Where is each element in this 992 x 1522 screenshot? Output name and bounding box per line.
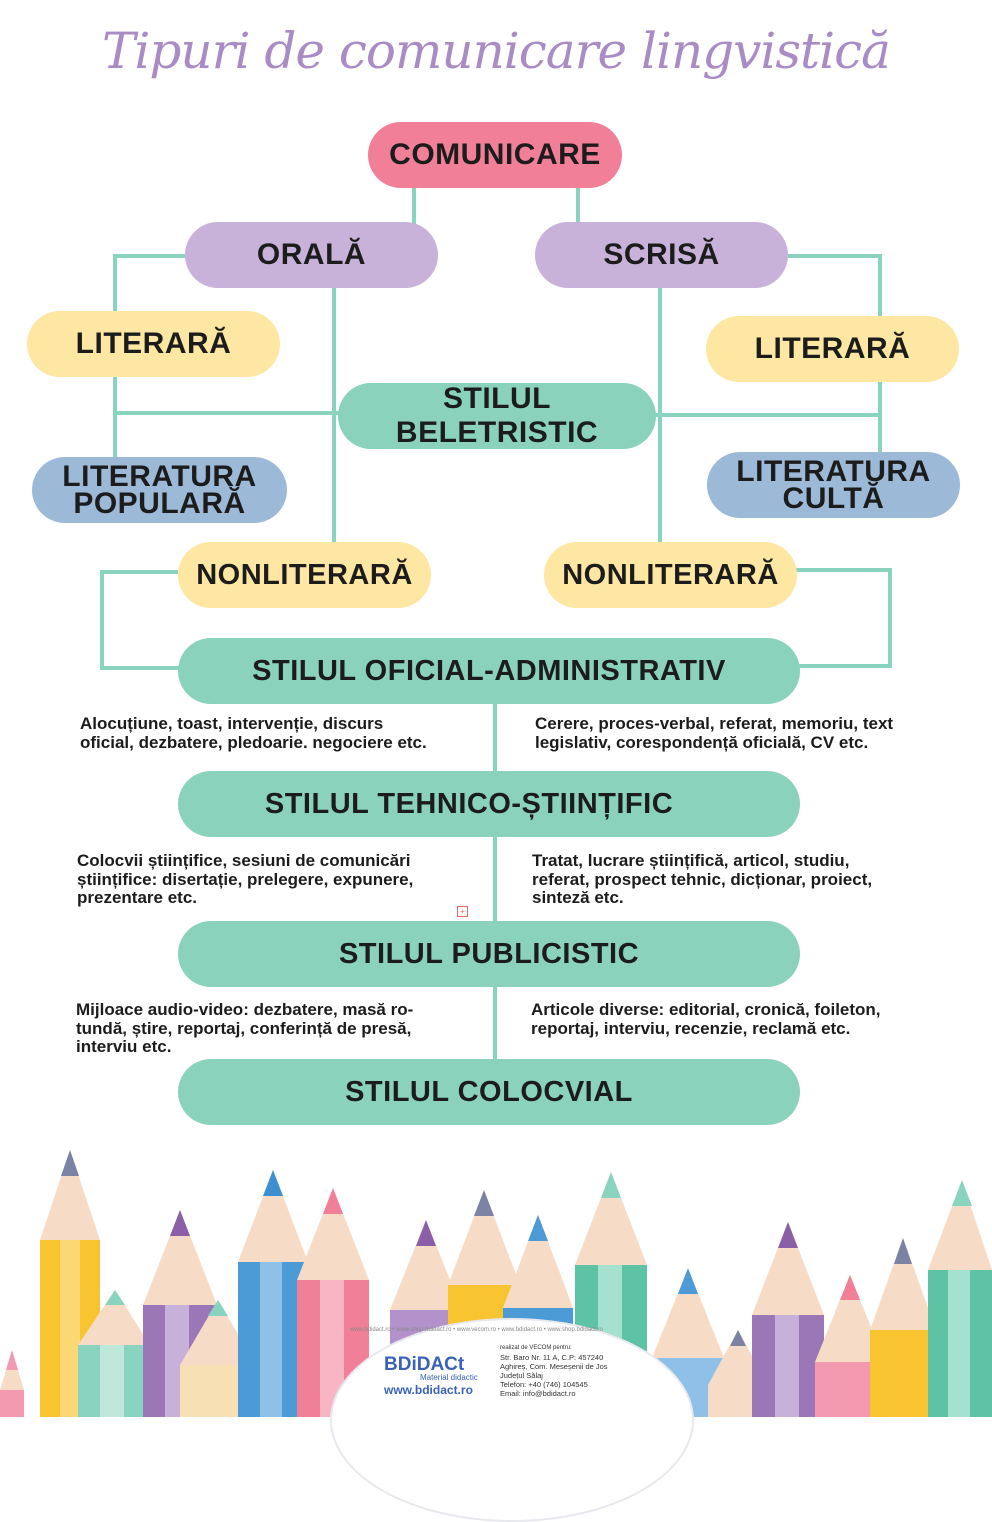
desc-line: reportaj, interviu, recenzie, reclamă et… (531, 1018, 851, 1038)
pencil-icon (752, 1222, 824, 1417)
pencil-icon (928, 1180, 992, 1417)
desc-tehnico-orala: Colocvii științifice, sesiuni de comunic… (77, 851, 414, 908)
node-orala: ORALĂ (185, 222, 438, 288)
node-literara-left: LITERARĂ (27, 311, 280, 377)
node-literara-right: LITERARĂ (706, 316, 959, 382)
pencil-icon (78, 1290, 150, 1417)
desc-line: Articole diverse: editorial, cronică, fo… (531, 1000, 881, 1019)
brand-url[interactable]: www.bdidact.ro (384, 1383, 473, 1397)
desc-line: sinteză etc. (532, 888, 624, 907)
node-literatura-populara: LITERATURA POPULARĂ (32, 457, 287, 523)
desc-line: Colocvii științifice, sesiuni de comunic… (77, 851, 411, 870)
literatura-populara-line1: LITERATURA (62, 460, 257, 493)
desc-line: Alocuțiune, toast, intervenție, discurs (80, 714, 384, 733)
node-stilul-tehnico-stiintific: STILUL TEHNICO-ȘTIINȚIFIC (178, 771, 800, 837)
desc-line: tundă, știre, reportaj, conferință de pr… (76, 1018, 412, 1038)
literatura-culta-line2: CULTĂ (782, 482, 885, 515)
desc-line: interviu etc. (76, 1037, 172, 1056)
desc-publicistic-orala: Mijloace audio-video: dezbatere, masă ro… (76, 1000, 414, 1057)
node-stilul-beletristic: STILUL BELETRISTIC (338, 382, 656, 449)
address-line: Str. Baro Nr. 11 A, C.P: 457240 (500, 1353, 604, 1362)
desc-line: Cerere, proces-verbal, referat, memoriu,… (535, 714, 894, 733)
pencil-icon (870, 1238, 936, 1417)
desc-line: prezentare etc. (77, 888, 197, 907)
node-stilul-publicistic: STILUL PUBLICISTIC (178, 921, 800, 987)
brand-subtitle: Material didactic (420, 1373, 478, 1382)
desc-line: oficial, dezbatere, pledoarie. negociere… (80, 732, 427, 752)
address-line: Județul Sălaj (500, 1371, 543, 1380)
node-nonliterara-right: NONLITERARĂ (544, 542, 797, 608)
node-literatura-culta: LITERATURA CULTĂ (707, 452, 960, 518)
node-comunicare: COMUNICARE (368, 122, 622, 188)
desc-line: legislativ, corespondență oficială, CV e… (535, 732, 869, 752)
node-scrisa: SCRISĂ (535, 222, 788, 288)
desc-line: Mijloace audio-video: dezbatere, masă ro… (76, 1000, 414, 1019)
page-title: Tipuri de comunicare lingvistică (102, 22, 891, 80)
desc-line: științifice: disertație, prelegere, expu… (77, 869, 414, 889)
footer-ring-text: www.bdidact.ro • www.shop.bdidact.ro • w… (350, 1327, 603, 1333)
desc-oficial-scrisa: Cerere, proces-verbal, referat, memoriu,… (535, 714, 894, 752)
literatura-populara-line2: POPULARĂ (73, 487, 246, 520)
address-line: Aghireș, Com. Meseșenii de Jos (500, 1362, 608, 1371)
desc-line: Tratat, lucrare științifică, articol, st… (532, 851, 850, 870)
plus-icon: + (457, 906, 468, 917)
node-stilul-oficial-administrativ: STILUL OFICIAL-ADMINISTRATIV (178, 638, 800, 704)
footer-contact: realizat de VECOM pentru: Str. Baro Nr. … (500, 1344, 608, 1398)
pencil-icon (0, 1350, 24, 1417)
desc-line: referat, prospect tehnic, dicționar, pro… (532, 869, 873, 889)
made-by: realizat de VECOM pentru: (500, 1345, 572, 1351)
node-stilul-colocvial: STILUL COLOCVIAL (178, 1059, 800, 1125)
phone: Telefon: +40 (746) 104545 (500, 1380, 588, 1389)
desc-oficial-orala: Alocuțiune, toast, intervenție, discurs … (80, 714, 427, 752)
node-nonliterara-left: NONLITERARĂ (178, 542, 431, 608)
desc-publicistic-scrisa: Articole diverse: editorial, cronică, fo… (531, 1000, 881, 1038)
literatura-culta-line1: LITERATURA (736, 455, 931, 488)
desc-tehnico-scrisa: Tratat, lucrare științifică, articol, st… (532, 851, 873, 908)
brand-logo: BDiDACt (384, 1354, 465, 1375)
pencil-icon (238, 1170, 308, 1417)
email: Email: info@bdidact.ro (500, 1389, 576, 1398)
connector-lines (100, 186, 892, 1060)
